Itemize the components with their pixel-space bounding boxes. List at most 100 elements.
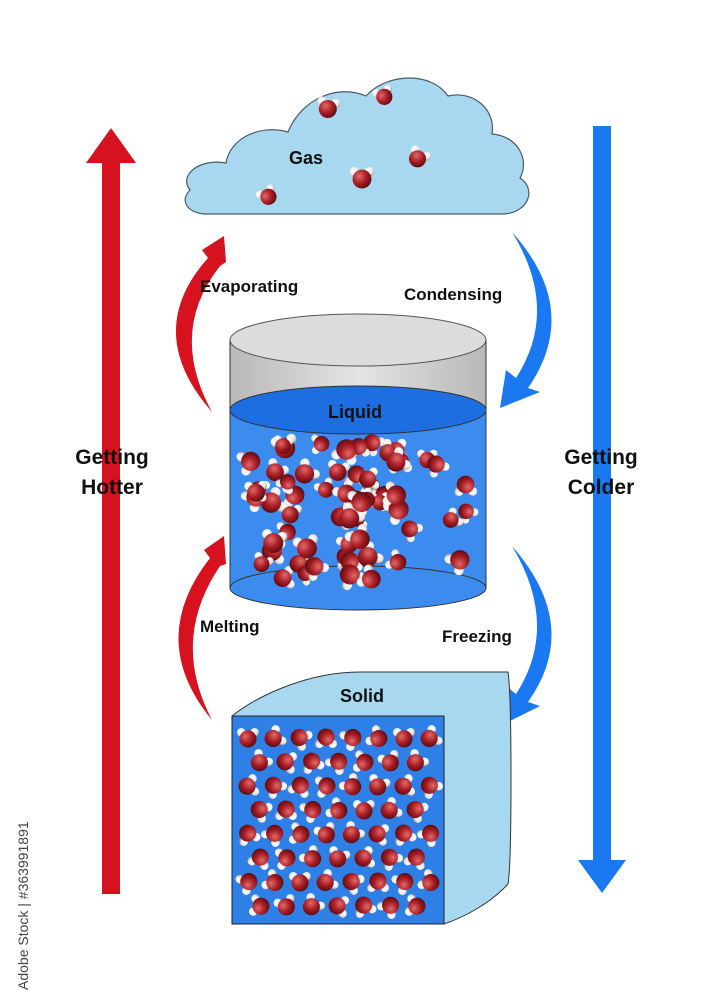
water-molecule xyxy=(380,797,403,820)
water-molecule xyxy=(401,520,423,543)
water-molecule xyxy=(292,534,318,559)
water-molecule xyxy=(313,477,334,498)
getting-colder-label-line1: Getting xyxy=(564,446,638,469)
water-molecule xyxy=(247,848,269,870)
water-molecule xyxy=(314,776,336,798)
water-molecule xyxy=(454,475,478,496)
water-molecule xyxy=(427,455,450,478)
water-molecule xyxy=(329,846,351,868)
condensing-arrow xyxy=(500,232,552,408)
water-molecule xyxy=(324,752,348,775)
water-molecule xyxy=(342,872,365,895)
water-molecule xyxy=(368,824,390,846)
getting-hotter-arrow xyxy=(86,128,136,894)
gas-molecules xyxy=(255,84,431,205)
water-molecule xyxy=(352,750,374,772)
freezing-arrow xyxy=(504,546,552,724)
water-molecule xyxy=(328,896,350,918)
water-molecule xyxy=(372,84,393,105)
evaporating-label: Evaporating xyxy=(200,277,298,296)
water-molecule xyxy=(382,481,407,506)
water-molecule xyxy=(304,556,329,582)
water-molecule xyxy=(273,566,295,589)
water-molecule xyxy=(288,822,310,844)
water-molecule xyxy=(275,474,296,495)
gas-label: Gas xyxy=(289,148,323,168)
water-molecule xyxy=(248,894,270,916)
water-molecule xyxy=(416,824,440,847)
water-molecule xyxy=(406,749,430,772)
water-molecule xyxy=(359,467,380,490)
water-molecule xyxy=(264,776,288,799)
water-molecule xyxy=(380,848,404,871)
water-molecule xyxy=(253,552,274,573)
water-molecule xyxy=(403,848,425,870)
water-molecule xyxy=(404,894,426,916)
freezing-label: Freezing xyxy=(442,627,512,646)
water-molecule xyxy=(365,725,388,748)
water-molecule xyxy=(311,434,330,455)
water-molecule xyxy=(458,503,479,524)
water-molecule xyxy=(315,728,337,748)
water-molecule xyxy=(408,145,431,168)
liquid-label: Liquid xyxy=(328,402,382,422)
melting-label: Melting xyxy=(200,617,260,636)
water-molecule xyxy=(236,451,261,476)
melting-arrow xyxy=(178,536,226,720)
evaporating-arrow xyxy=(175,236,226,412)
water-molecule xyxy=(394,774,416,796)
water-molecule xyxy=(262,529,288,554)
water-molecule xyxy=(395,824,417,846)
gas-cloud xyxy=(184,77,530,215)
water-molecule xyxy=(376,896,400,919)
water-molecule xyxy=(238,774,260,796)
water-molecule xyxy=(313,822,335,844)
water-molecule xyxy=(303,752,325,774)
getting-colder-label-line2: Colder xyxy=(568,476,635,499)
water-molecule xyxy=(391,872,414,895)
water-molecule xyxy=(420,725,443,748)
water-molecule xyxy=(356,564,381,589)
water-molecule xyxy=(316,869,339,892)
liquid-molecules xyxy=(236,433,479,591)
water-molecule xyxy=(342,821,366,844)
water-molecule xyxy=(331,439,357,465)
water-molecule xyxy=(393,728,415,748)
water-molecule xyxy=(385,549,407,571)
water-molecule xyxy=(338,773,362,796)
water-molecule xyxy=(353,800,375,820)
getting-colder-arrow xyxy=(578,126,626,893)
water-molecule xyxy=(367,872,389,892)
solid-label: Solid xyxy=(340,686,384,706)
water-molecule xyxy=(417,869,440,892)
water-molecule xyxy=(339,502,366,529)
water-molecule xyxy=(273,435,294,454)
water-molecule xyxy=(294,458,320,484)
water-molecule xyxy=(264,725,287,748)
getting-hotter-label-line1: Getting xyxy=(75,446,149,469)
water-molecule xyxy=(266,458,289,482)
water-molecule xyxy=(274,848,296,870)
water-molecule xyxy=(290,728,313,751)
water-molecule xyxy=(250,749,274,772)
water-molecule xyxy=(349,166,375,189)
water-molecule xyxy=(344,524,370,550)
water-molecule xyxy=(339,728,362,751)
water-molecule xyxy=(261,869,284,892)
water-molecule xyxy=(255,184,277,205)
water-molecule xyxy=(444,550,470,576)
water-molecule xyxy=(317,96,341,118)
water-molecule xyxy=(235,872,258,895)
solid-molecules xyxy=(235,725,444,919)
water-molecule xyxy=(328,459,351,481)
water-molecule xyxy=(276,752,298,774)
water-molecule xyxy=(273,894,295,916)
condensing-label: Condensing xyxy=(404,285,502,304)
water-molecule xyxy=(239,824,261,846)
stock-id-text: Adobe Stock | #363991891 xyxy=(15,821,31,990)
water-molecule xyxy=(298,845,322,868)
water-molecule xyxy=(420,776,444,799)
water-molecule xyxy=(244,480,268,502)
water-molecule xyxy=(275,800,297,820)
